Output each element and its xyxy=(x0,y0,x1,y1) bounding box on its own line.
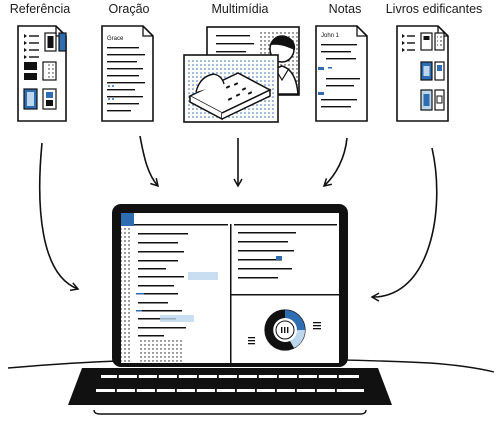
label-livros-edificantes: Livros edificantes xyxy=(385,2,483,16)
right-pane-text xyxy=(234,224,337,279)
doc-oracao-heading: Grace xyxy=(107,36,124,42)
laptop xyxy=(68,204,392,415)
label-referencia: Referência xyxy=(9,2,71,16)
footer-dots xyxy=(138,340,182,362)
label-multimidia: Multimídia xyxy=(211,2,269,16)
arrow-oracao-icon xyxy=(139,135,160,188)
arrow-referencia-icon xyxy=(38,142,80,292)
arrow-livros-icon xyxy=(370,147,438,302)
doc-referencia xyxy=(17,25,67,122)
app-logo xyxy=(121,213,134,226)
arrow-notas-icon xyxy=(322,137,348,188)
doc-notas: John 1 xyxy=(315,25,368,122)
doc-livros-edificantes xyxy=(396,25,449,122)
label-oracao: Oração xyxy=(108,2,150,16)
screen-content xyxy=(121,213,339,363)
doc-notas-heading: John 1 xyxy=(321,33,340,39)
doc-oracao: Grace xyxy=(101,25,154,122)
scroll-illustration xyxy=(188,72,272,121)
highlight xyxy=(188,272,218,280)
sidebar-dots xyxy=(121,226,130,363)
doc-multimidia xyxy=(183,26,300,123)
donut-chart-icon xyxy=(248,309,321,351)
label-notas: Notas xyxy=(328,2,362,16)
left-pane-text xyxy=(134,224,228,337)
highlight xyxy=(160,315,194,322)
